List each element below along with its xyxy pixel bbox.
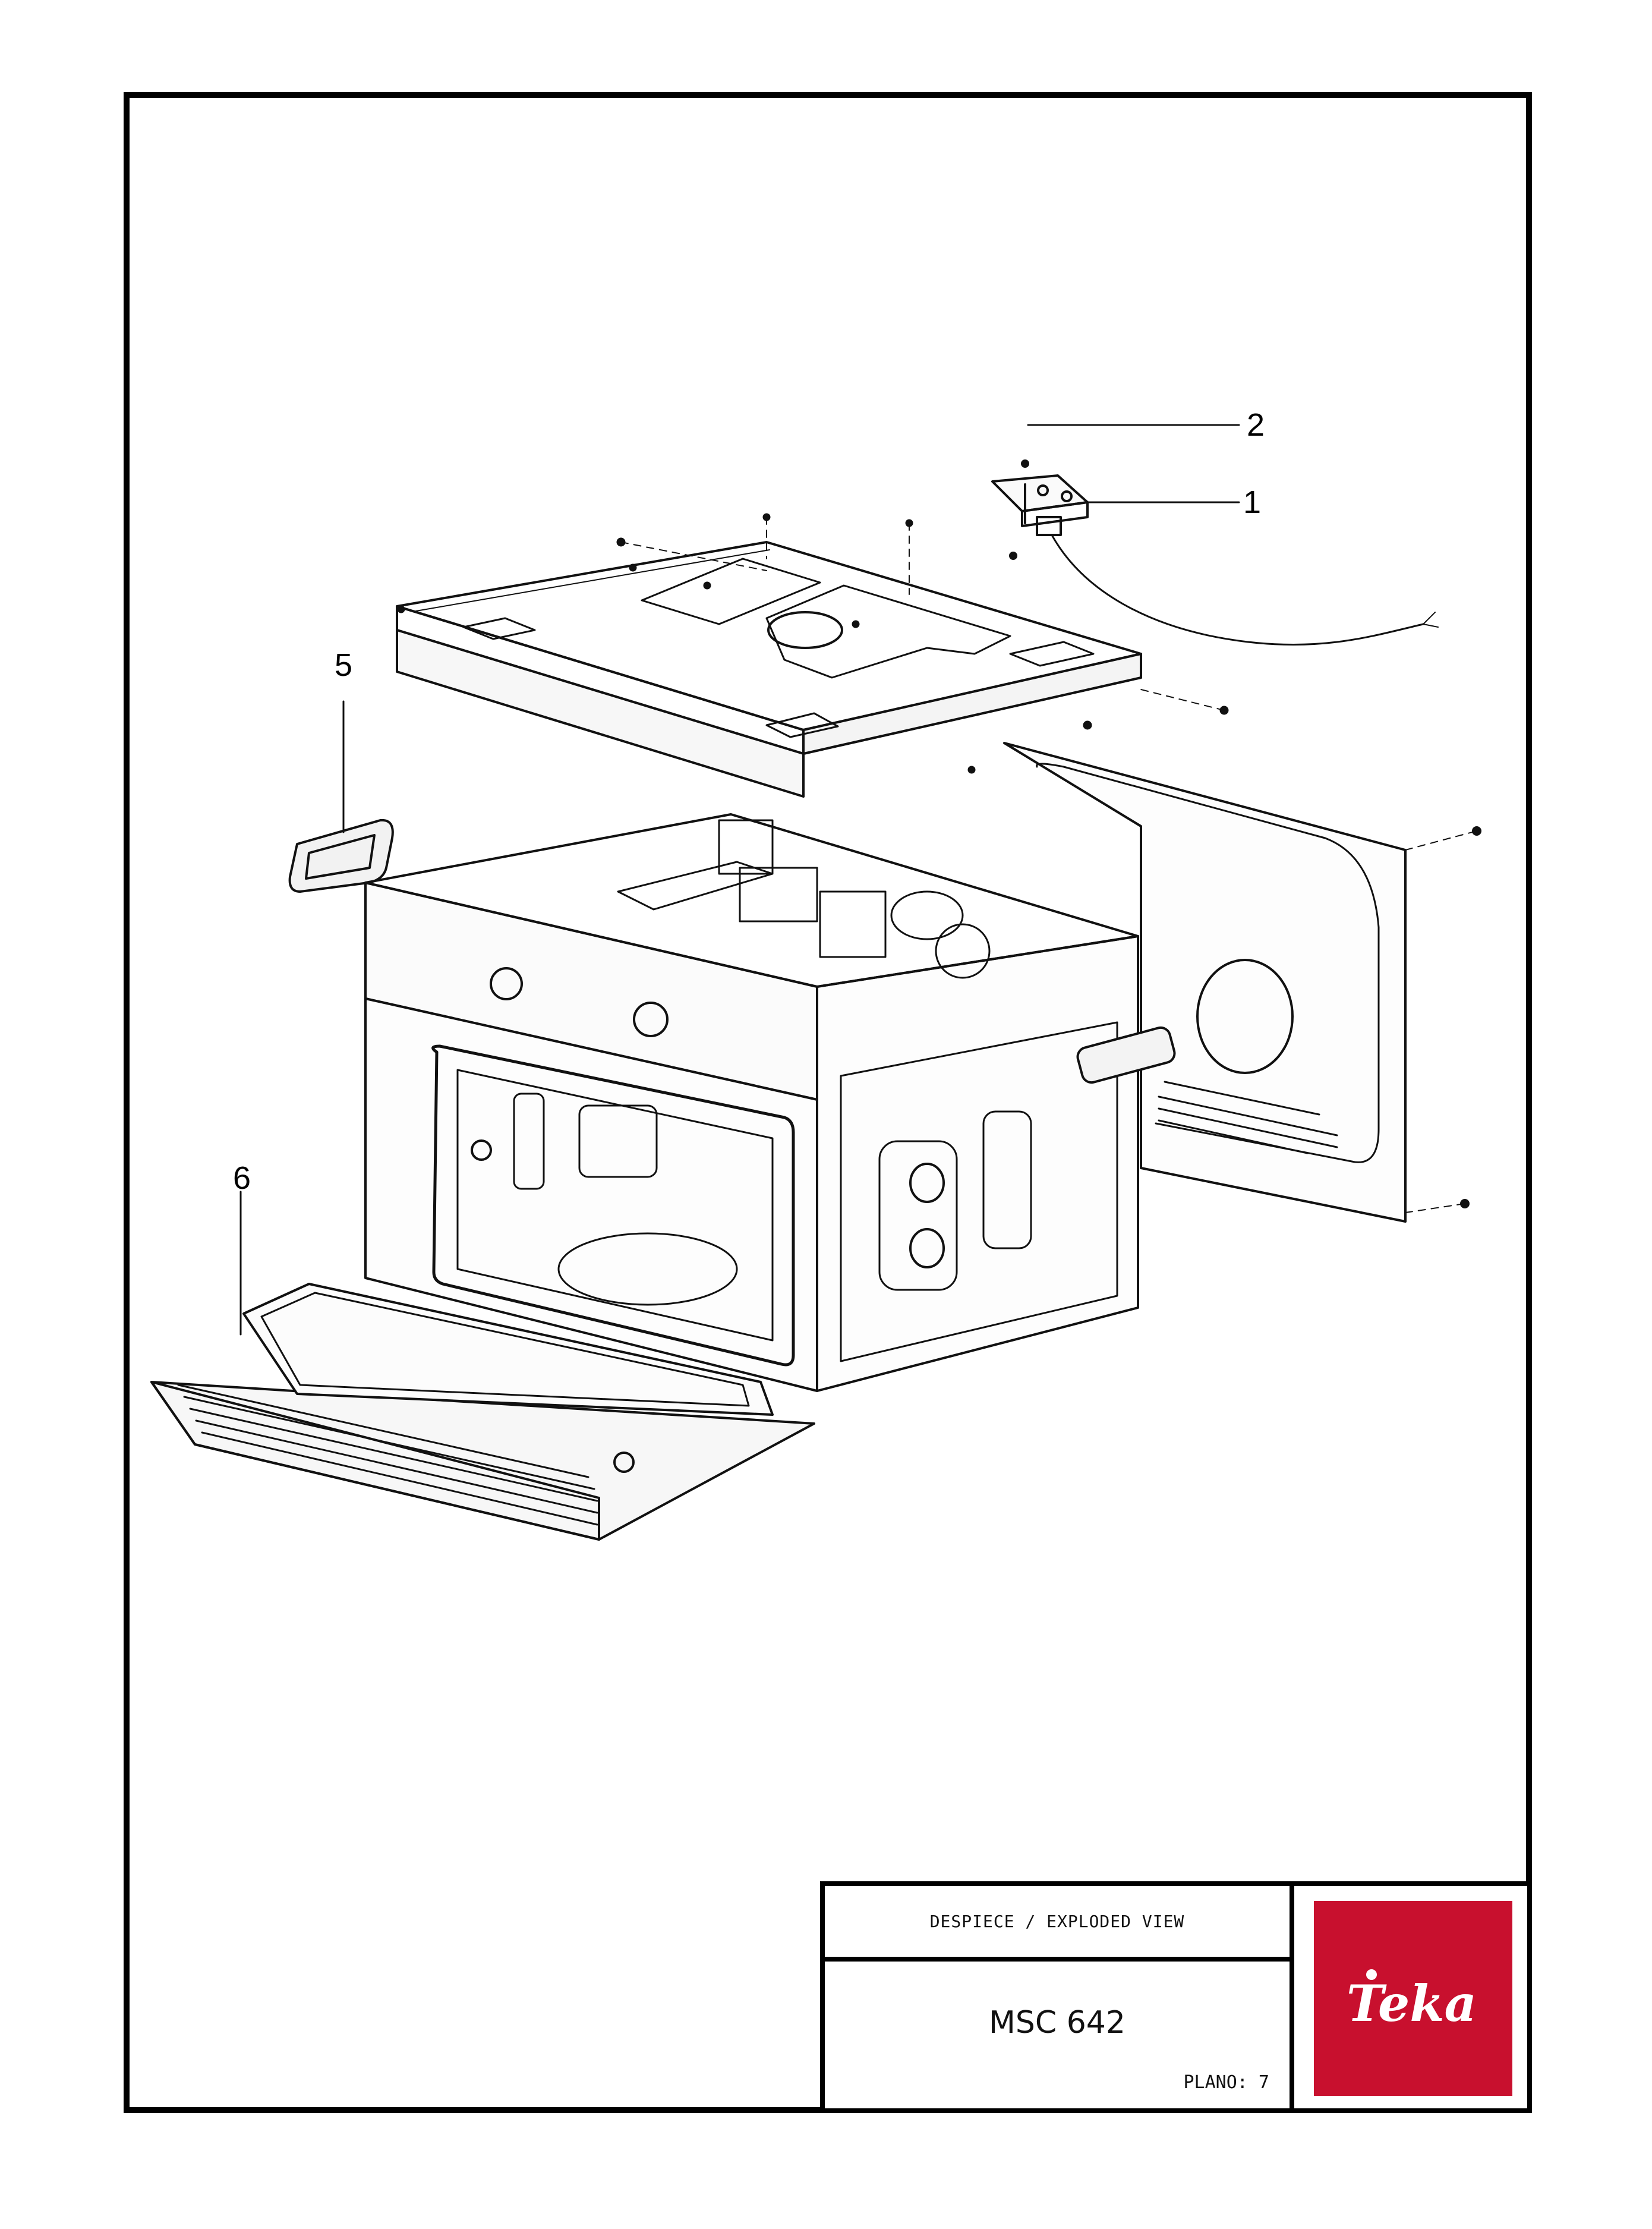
title-block: DESPIECE / EXPLODED VIEW MSC 642 PLANO: … xyxy=(820,1881,1532,2113)
part-1-bracket xyxy=(991,459,1439,646)
part-5-grip xyxy=(288,700,394,893)
back-panel xyxy=(1003,742,1481,1223)
drawing-heading: DESPIECE / EXPLODED VIEW xyxy=(929,1912,1185,1931)
top-cover-panel xyxy=(396,541,1142,798)
callout-1: 1 xyxy=(1243,484,1262,520)
part-6-door xyxy=(150,1191,815,1541)
screws-top-cover xyxy=(397,513,1229,774)
teka-logo-mark: Teka xyxy=(1347,1969,1477,2033)
svg-text:Teka: Teka xyxy=(1347,1974,1477,2033)
model-name: MSC 642 xyxy=(989,2005,1125,2041)
title-block-heading-row: DESPIECE / EXPLODED VIEW xyxy=(825,1886,1290,1962)
title-block-text-column: DESPIECE / EXPLODED VIEW MSC 642 PLANO: … xyxy=(825,1886,1294,2108)
oven-body xyxy=(364,813,1176,1392)
callout-6: 6 xyxy=(233,1160,251,1196)
plano-number: PLANO: 7 xyxy=(1183,2072,1270,2093)
callout-5: 5 xyxy=(335,647,353,683)
callout-2: 2 xyxy=(1247,407,1265,443)
teka-logo: Teka xyxy=(1314,1901,1512,2096)
